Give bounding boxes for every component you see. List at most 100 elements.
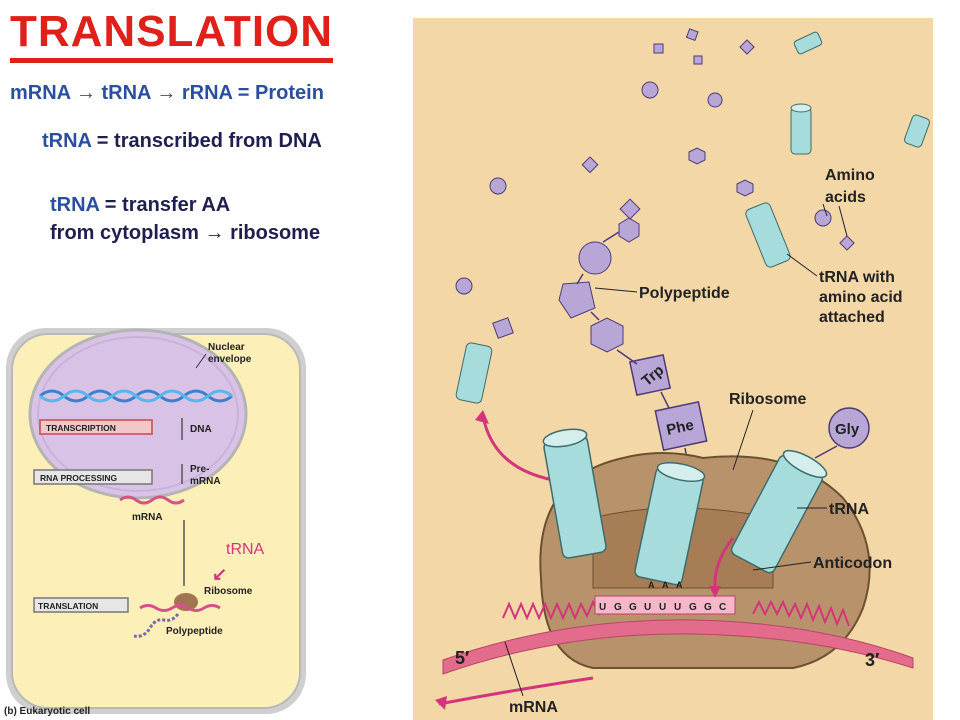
exit-arrowhead-icon: [475, 410, 489, 424]
floating-trna-1: [793, 31, 823, 55]
cytoplasm-arrow: →: [204, 222, 225, 244]
nuclear-envelope-label-2: envelope: [208, 354, 252, 365]
exit-arrow: [481, 415, 554, 482]
amino-acid: [739, 39, 755, 55]
codon-letter: G: [629, 602, 637, 613]
shift-arrowhead-icon: [709, 586, 721, 598]
pre-mrna-label-2: mRNA: [190, 476, 221, 487]
ribosome-pointer: [732, 409, 754, 471]
amino-acids-label-2: acids: [825, 189, 866, 206]
amino-acids-label-1: Amino: [825, 167, 875, 184]
polypeptide-residue: [590, 317, 624, 353]
transcription-box: [39, 419, 153, 435]
flow-trna: tRNA: [101, 82, 151, 104]
mrna-strand: [442, 619, 914, 675]
mrna-direction-arrowhead-icon: [435, 696, 447, 710]
mrna-strand: [119, 495, 185, 505]
cytoplasm-mrna-strand: [139, 604, 221, 612]
floating-trna-2: [790, 103, 812, 155]
anticodon-label: Anticodon: [813, 555, 892, 572]
eukaryotic-cell-diagram: TRANSCRIPTION RNA PROCESSING TRANSLATION…: [4, 328, 306, 717]
codon-letter: U: [674, 602, 681, 613]
flow-line: mRNA → tRNA → rRNA = Protein: [10, 82, 324, 105]
trna-exit-site: [542, 428, 607, 559]
mrna-bases: [502, 599, 850, 627]
anticodon-pointer: [752, 561, 812, 571]
dna-strand-2: [39, 389, 233, 403]
polypeptide-residue: [558, 281, 596, 319]
gly-residue: [828, 407, 870, 449]
codon-letter: U: [599, 602, 606, 613]
polypeptide-label: Polypeptide: [166, 626, 223, 637]
ribosome-text: ribosome: [230, 222, 321, 244]
amino-acid: [839, 235, 855, 251]
anticodon-letter: A: [648, 580, 655, 590]
transcription-label: TRANSCRIPTION: [46, 423, 116, 433]
amino-acid: [641, 81, 659, 99]
flow-arrow-2: →: [156, 82, 177, 104]
amino-acids-pointer: [838, 205, 848, 237]
trp-residue: [628, 353, 672, 397]
trna-arrow-icon: ↙: [212, 564, 227, 584]
anticodon-letter: A: [676, 580, 683, 590]
trna-with-label-2: amino acid: [819, 289, 903, 306]
nuclear-envelope-label-1: Nuclear: [208, 342, 245, 353]
dna-label: DNA: [190, 424, 212, 435]
cytoplasm-line: from cytoplasm → ribosome: [50, 222, 320, 245]
rna-processing-label: RNA PROCESSING: [40, 473, 118, 483]
transcribed-text: = transcribed from DNA: [91, 130, 322, 152]
flow-mrna: mRNA: [10, 82, 71, 104]
translation-diagram: Trp Phe Gly A A A U G G U U U G G C Amin…: [413, 18, 933, 720]
translation-label: TRANSLATION: [38, 601, 98, 611]
peptide-bond: [660, 391, 670, 409]
trna-with-pointer: [786, 253, 818, 277]
five-prime-label: 5′: [455, 648, 469, 668]
codon-letter: G: [689, 602, 697, 613]
codon-letter: G: [704, 602, 712, 613]
gly-bond: [814, 445, 838, 459]
rna-processing-box: [33, 469, 153, 485]
amino-acid: [814, 209, 832, 227]
nuclear-envelope-pointer: [195, 353, 207, 369]
polypeptide-label: Polypeptide: [639, 285, 730, 302]
amino-acid: [688, 147, 706, 165]
translation-box: [33, 597, 129, 613]
amino-acid: [693, 55, 703, 65]
transfer-text: = transfer AA: [99, 194, 231, 216]
amino-acid: [653, 43, 664, 54]
polypeptide-pointer: [594, 287, 638, 293]
trna-with-amino-acid: [745, 202, 791, 268]
eukaryotic-cell-caption: (b) Eukaryotic cell: [4, 706, 90, 717]
amino-acid: [489, 177, 507, 195]
codon-letter: G: [614, 602, 622, 613]
floating-trna-3: [904, 114, 930, 148]
cytoplasm-text: from cytoplasm: [50, 222, 199, 244]
trna-with-label-1: tRNA with: [819, 269, 895, 286]
gly-label: Gly: [835, 421, 860, 438]
ribosome-label: Ribosome: [729, 391, 806, 408]
trna-label: tRNA: [226, 541, 265, 558]
flow-arrow-1: →: [75, 82, 96, 104]
amino-acid: [685, 28, 699, 42]
ribosome-label: Ribosome: [204, 586, 253, 597]
trna-with-label-3: attached: [819, 309, 885, 326]
amino-acid: [455, 277, 473, 295]
trna-word: tRNA: [50, 194, 100, 216]
anticodon-letter: A: [662, 580, 669, 590]
trna-transcribed-line: tRNA = transcribed from DNA: [42, 130, 322, 153]
trna-word: tRNA: [42, 130, 92, 152]
nuclear-envelope-inner: [37, 336, 239, 492]
trna-transfer-line: tRNA = transfer AA: [50, 194, 230, 217]
departing-trna: [455, 317, 514, 404]
amino-acid: [707, 92, 723, 108]
phe-label: Phe: [665, 417, 695, 439]
peptide-bond: [616, 349, 638, 365]
nucleus: [28, 328, 248, 500]
peptide-bond: [602, 231, 620, 243]
trna-label: tRNA: [829, 501, 869, 518]
amino-acid: [581, 156, 599, 174]
codon-strip: [594, 595, 736, 615]
pre-mrna-label-1: Pre-: [190, 464, 209, 475]
three-prime-label: 3′: [865, 650, 879, 670]
flow-rrna-protein: rRNA = Protein: [181, 82, 324, 104]
